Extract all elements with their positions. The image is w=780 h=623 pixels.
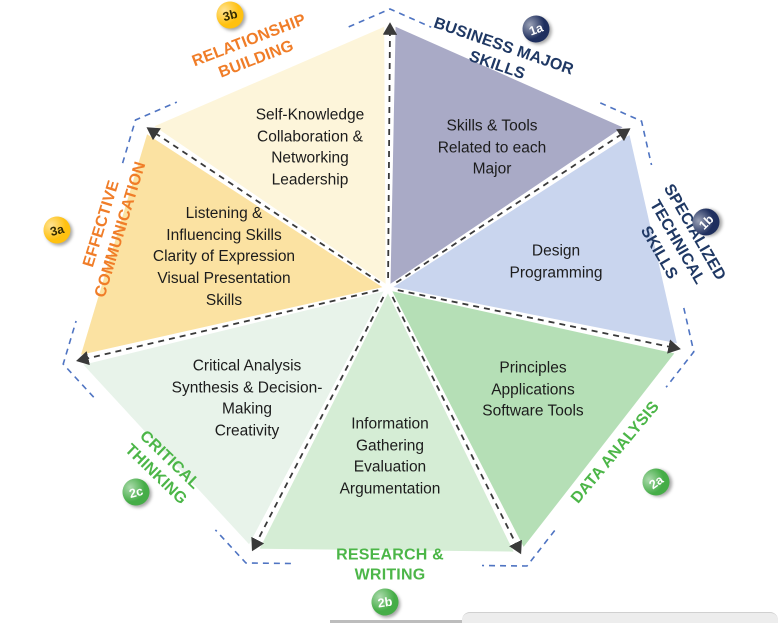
- segment-1b-content: Design Programming: [509, 242, 603, 281]
- badge-3a-label: 3a: [48, 221, 66, 239]
- cropped-element-edge: [330, 620, 468, 623]
- radial-line-right: [397, 289, 681, 354]
- segment-2a-triangle: [392, 291, 675, 547]
- segment-1a-triangle: [390, 26, 623, 284]
- badge-2c-label: 2c: [127, 483, 145, 501]
- cropped-element-top: [462, 612, 778, 623]
- corner-chevrons: [62, 8, 695, 567]
- segment-2b-content: Information Gathering Evaluation Argumen…: [339, 415, 441, 498]
- radial-line-top-right: [395, 128, 631, 284]
- radial-line-left: [76, 289, 379, 366]
- chevron-bottom-left: [214, 529, 291, 565]
- chevron-top-left: [121, 101, 178, 164]
- chevron-left: [62, 320, 95, 398]
- chevron-top: [348, 8, 432, 28]
- chevron-top-right: [599, 102, 653, 166]
- radial-line-top-left: [146, 127, 381, 284]
- segment-3a-content: Listening & Influencing Skills Clarity o…: [152, 204, 296, 309]
- badge-2a-label: 2a: [646, 472, 666, 492]
- radial-line-bottom-right: [391, 296, 522, 555]
- segment-2c-triangle: [83, 291, 384, 545]
- segment-2c-content: Critical Analysis Synthesis & Decision- …: [171, 357, 323, 440]
- radial-line-bottom-left: [251, 296, 385, 552]
- radial-line-top: [382, 22, 398, 279]
- segment-2a-content: Principles Applications Software Tools: [482, 359, 584, 420]
- segment-3b-content: Self-Knowledge Collaboration & Networkin…: [255, 106, 365, 189]
- segment-3a-triangle: [81, 134, 383, 355]
- segment-2b-title: RESEARCH & WRITING: [336, 546, 444, 584]
- segment-3b-triangle: [154, 26, 386, 284]
- segment-1b-triangle: [393, 135, 677, 344]
- radial-divider-lines: [76, 22, 681, 555]
- segment-2b-triangle: [259, 293, 514, 552]
- chevron-right: [665, 307, 695, 388]
- chevron-bottom-right: [481, 530, 556, 567]
- badge-1b-label: 1b: [695, 211, 717, 233]
- badge-1a-label: 1a: [527, 20, 545, 38]
- badge-2b-label: 2b: [376, 594, 394, 610]
- segment-1a-content: Skills & Tools Related to each Major: [437, 117, 547, 178]
- badge-3b-label: 3b: [221, 6, 239, 24]
